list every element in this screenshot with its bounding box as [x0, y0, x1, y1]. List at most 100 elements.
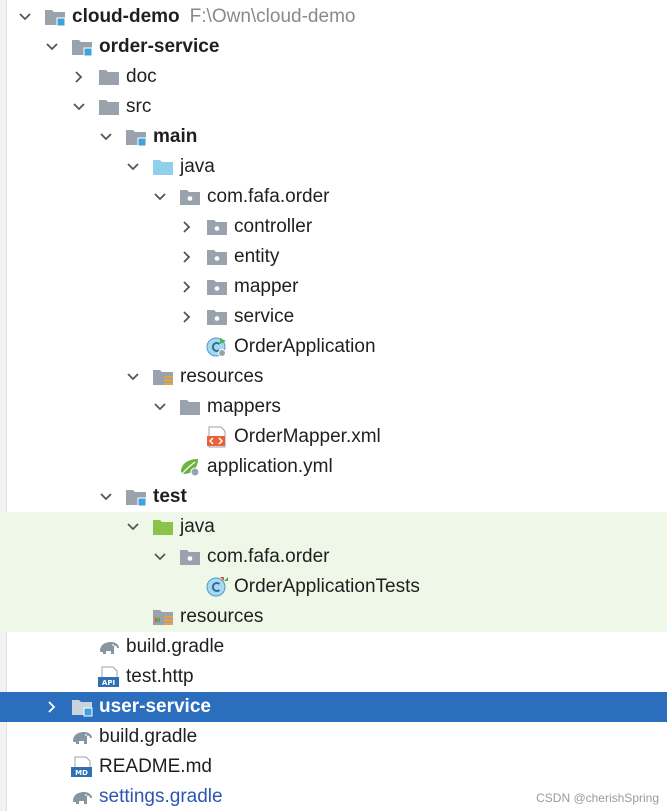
tree-row-main[interactable]: main: [0, 122, 667, 152]
module-folder-icon: [43, 6, 67, 28]
tree-row-root-build-gradle[interactable]: build.gradle: [0, 722, 667, 752]
tree-label: user-service: [99, 696, 211, 717]
tree-row-test-package[interactable]: com.fafa.order: [0, 542, 667, 572]
tree-label: OrderApplication: [234, 336, 376, 357]
tree-row-readme[interactable]: MD README.md: [0, 752, 667, 782]
chevron-right-icon[interactable]: [176, 246, 198, 268]
tree-row-main-resources[interactable]: resources: [0, 362, 667, 392]
gradle-elephant-icon: [97, 636, 121, 658]
tree-row-mapper[interactable]: mapper: [0, 272, 667, 302]
folder-icon: [178, 396, 202, 418]
tree-label: build.gradle: [99, 726, 198, 747]
tree-row-service[interactable]: service: [0, 302, 667, 332]
tree-label: controller: [234, 216, 313, 237]
package-folder-icon: [205, 216, 229, 238]
tree-label: OrderApplicationTests: [234, 576, 420, 597]
folder-icon: [97, 96, 121, 118]
tree-row-user-service[interactable]: user-service: [0, 692, 667, 722]
chevron-down-icon[interactable]: [41, 36, 63, 58]
tree-label: application.yml: [207, 456, 333, 477]
root-name: cloud-demo: [72, 6, 180, 27]
spring-config-icon: [178, 456, 202, 478]
tree-row-test-java[interactable]: java: [0, 512, 667, 542]
test-source-folder-icon: [151, 516, 175, 538]
chevron-down-icon[interactable]: [68, 96, 90, 118]
tree-label: mapper: [234, 276, 299, 297]
tree-row-order-application[interactable]: OrderApplication: [0, 332, 667, 362]
xml-file-icon: [205, 426, 229, 448]
chevron-down-icon[interactable]: [149, 186, 171, 208]
tree-row-controller[interactable]: controller: [0, 212, 667, 242]
tree-label: entity: [234, 246, 280, 267]
chevron-down-icon[interactable]: [122, 366, 144, 388]
tree-row-order-application-tests[interactable]: OrderApplicationTests: [0, 572, 667, 602]
chevron-down-icon[interactable]: [122, 156, 144, 178]
tree-row-entity[interactable]: entity: [0, 242, 667, 272]
tree-label: mappers: [207, 396, 281, 417]
module-folder-icon: [124, 486, 148, 508]
tree-label: doc: [126, 66, 157, 87]
left-gutter: [0, 0, 7, 811]
module-folder-icon: [124, 126, 148, 148]
tree-row-order-build-gradle[interactable]: build.gradle: [0, 632, 667, 662]
tree-row-order-mapper-xml[interactable]: OrderMapper.xml: [0, 422, 667, 452]
gradle-elephant-icon: [70, 726, 94, 748]
tree-label: build.gradle: [126, 636, 225, 657]
chevron-right-icon[interactable]: [176, 306, 198, 328]
source-folder-icon: [151, 156, 175, 178]
tree-row-order-service[interactable]: order-service: [0, 32, 667, 62]
tree-label: com.fafa.order: [207, 186, 330, 207]
tree-row-test-resources[interactable]: resources: [0, 602, 667, 632]
tree-label: service: [234, 306, 295, 327]
package-folder-icon: [205, 246, 229, 268]
http-api-file-icon: API: [97, 666, 121, 688]
watermark: CSDN @cherishSpring: [536, 791, 659, 805]
tree-label: OrderMapper.xml: [234, 426, 381, 447]
tree-label: main: [153, 126, 198, 147]
tree-row-src[interactable]: src: [0, 92, 667, 122]
tree-row-test[interactable]: test: [0, 482, 667, 512]
tree-row-doc[interactable]: doc: [0, 62, 667, 92]
package-folder-icon: [205, 306, 229, 328]
test-resources-folder-icon: [151, 606, 175, 628]
tree-label: java: [180, 516, 215, 537]
chevron-down-icon[interactable]: [149, 546, 171, 568]
chevron-down-icon[interactable]: [149, 396, 171, 418]
tree-row-test-http[interactable]: API test.http: [0, 662, 667, 692]
gradle-elephant-icon: [70, 786, 94, 808]
module-folder-icon: [70, 696, 94, 718]
tree-row-main-package[interactable]: com.fafa.order: [0, 182, 667, 212]
chevron-down-icon[interactable]: [95, 486, 117, 508]
tree-row-main-java[interactable]: java: [0, 152, 667, 182]
tree-label: src: [126, 96, 152, 117]
chevron-right-icon[interactable]: [68, 66, 90, 88]
package-folder-icon: [178, 546, 202, 568]
test-class-icon: [205, 576, 229, 598]
tree-label: settings.gradle: [99, 786, 223, 807]
chevron-right-icon[interactable]: [41, 696, 63, 718]
chevron-right-icon[interactable]: [176, 216, 198, 238]
spring-boot-class-icon: [205, 336, 229, 358]
tree-label: test.http: [126, 666, 194, 687]
tree-label: order-service: [99, 36, 220, 57]
tree-row-settings-gradle[interactable]: settings.gradle: [0, 782, 667, 812]
chevron-down-icon[interactable]: [95, 126, 117, 148]
chevron-right-icon[interactable]: [176, 276, 198, 298]
resources-folder-icon: [151, 366, 175, 388]
tree-label: java: [180, 156, 215, 177]
chevron-down-icon[interactable]: [14, 6, 36, 28]
tree-label: com.fafa.order: [207, 546, 330, 567]
tree-row-application-yml[interactable]: application.yml: [0, 452, 667, 482]
tree-label: resources: [180, 606, 264, 627]
module-folder-icon: [70, 36, 94, 58]
tree-label: README.md: [99, 756, 212, 777]
tree-row-mappers[interactable]: mappers: [0, 392, 667, 422]
package-folder-icon: [178, 186, 202, 208]
markdown-file-icon: MD: [70, 756, 94, 778]
chevron-down-icon[interactable]: [122, 516, 144, 538]
folder-icon: [97, 66, 121, 88]
tree-label: test: [153, 486, 187, 507]
